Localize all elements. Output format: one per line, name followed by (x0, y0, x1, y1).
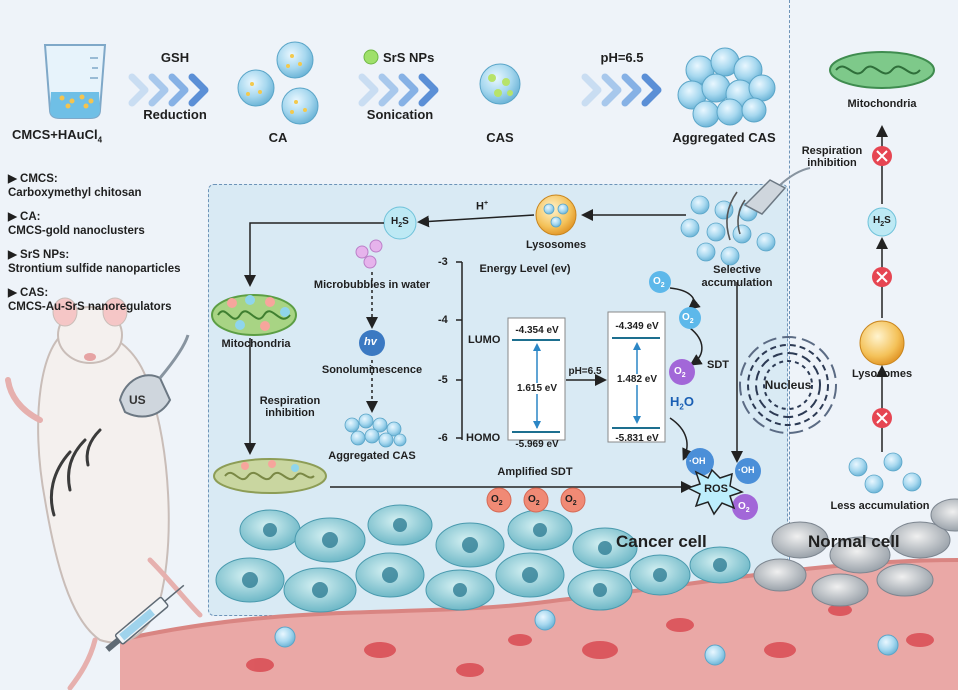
h2s-label: H2S (391, 216, 409, 229)
right-homo-value: -5.831 eV (615, 433, 659, 444)
ros-label: ROS (704, 483, 728, 495)
legend-item: ▶ CMCS:Carboxymethyl chitosan (8, 173, 142, 199)
ca-label: CA (268, 130, 288, 145)
sonoluminescence-label: Sonoluminescence (321, 364, 423, 376)
amplified-sdt-label: Amplified SDT (497, 466, 573, 478)
respiration-inhibition-label: Respiration inhibition (259, 395, 321, 419)
energy-tick: -3 (438, 256, 448, 268)
cancer-cell-label: Cancer cell (616, 532, 707, 551)
oxygen-label: O2 (565, 494, 577, 507)
hydroxyl-label: ·OH (689, 456, 706, 466)
oxygen-label: O2 (528, 494, 540, 507)
us-label: US (129, 393, 146, 407)
step2-bottom: Sonication (366, 107, 434, 122)
step3-top: pH=6.5 (600, 50, 644, 65)
mouse-illustration (5, 297, 203, 690)
left-homo-value: -5.969 eV (515, 439, 559, 450)
superoxide-label-2: O2 (738, 501, 750, 514)
aggregated-cas-small-label: Aggregated CAS (328, 450, 416, 462)
normal-h2s-label: H2S (873, 215, 891, 228)
singlet-oxygen-label: O2 (674, 366, 686, 379)
ph-label: pH=6.5 (568, 366, 602, 377)
homo-label: HOMO (466, 432, 501, 444)
legend-item: ▶ CAS:CMCS-Au-SrS nanoregulators (8, 287, 172, 313)
oxygen-label: O2 (491, 494, 503, 507)
selective-accumulation-label: Selective accumulation (701, 264, 773, 289)
energy-tick: -4 (438, 314, 448, 326)
legend-item: ▶ CA:CMCS-gold nanoclusters (8, 211, 145, 237)
energy-tick: -5 (438, 374, 448, 386)
energy-tick: -6 (438, 432, 448, 444)
left-lumo-value: -4.354 eV (515, 325, 559, 336)
legend-item: ▶ SrS NPs:Strontium sulfide nanoparticle… (8, 249, 181, 275)
step1-top: GSH (160, 50, 190, 65)
right-lumo-value: -4.349 eV (615, 321, 659, 332)
normal-mitochondria-label: Mitochondria (847, 98, 917, 110)
normal-cell-label: Normal cell (808, 532, 900, 551)
step1-bottom: Reduction (143, 107, 207, 122)
cas-label: CAS (486, 130, 514, 145)
normal-respiration-label: Respiration inhibition (801, 145, 863, 169)
microbubbles-label: Microbubbles in water (313, 279, 431, 291)
aggregated-cas-label: Aggregated CAS (672, 130, 776, 145)
sdt-label: SDT (707, 359, 729, 371)
o2-label: O2 (653, 276, 665, 289)
inhibition-marks (872, 146, 892, 428)
superoxide-label: O2 (682, 312, 694, 325)
normal-lysosomes-label: Lysosomes (851, 368, 913, 380)
mitochondria-label: Mitochondria (221, 338, 291, 350)
start-label: CMCS+HAuCl4 (12, 127, 103, 145)
less-accumulation-label: Less accumulation (830, 500, 930, 512)
h-plus-label: H+ (476, 200, 489, 213)
energy-title: Energy Level (ev) (479, 263, 571, 275)
left-gap-value: 1.615 eV (516, 383, 558, 394)
hv-label: hv (364, 336, 377, 348)
step2-top: SrS NPs (383, 50, 435, 65)
hydroxyl-label-2: ·OH (738, 465, 755, 475)
panel-divider (789, 0, 790, 600)
right-gap-value: 1.482 eV (616, 374, 658, 385)
nucleus-label: Nucleus (764, 378, 812, 392)
lumo-label: LUMO (468, 334, 501, 346)
lysosomes-label: Lysosomes (525, 239, 587, 251)
h2o-label: H2O (670, 394, 694, 412)
